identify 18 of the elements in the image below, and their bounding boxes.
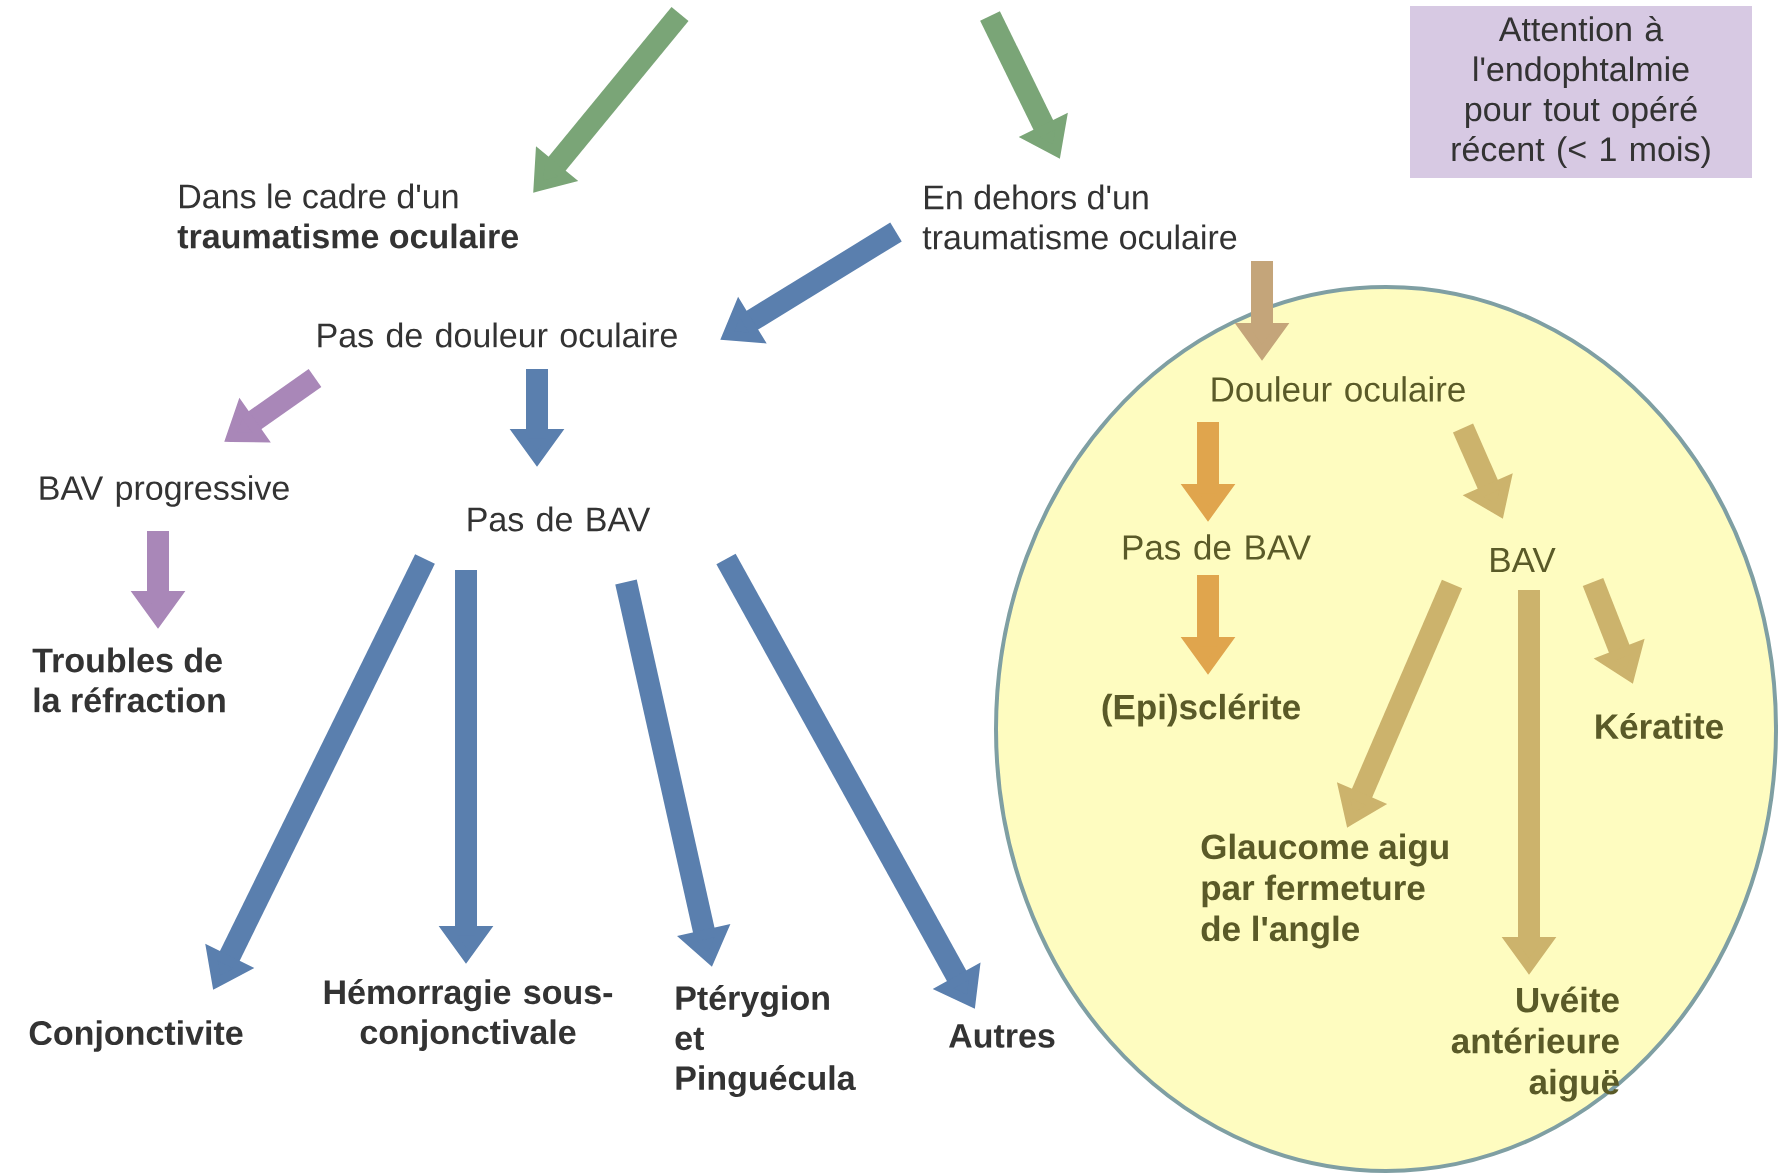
node-text: (Epi)sclérite <box>1102 693 1300 727</box>
node-text: Glaucome aigu par fermeture de l'angle <box>1201 833 1448 949</box>
node-text: Autres <box>949 1024 1055 1048</box>
node-text: Uvéite antérieure aiguë <box>1451 986 1619 1102</box>
node-text: Douleur oculaire <box>1212 376 1465 402</box>
node-text: BAV progressive <box>40 475 289 507</box>
node-text: Dans le cadre d'un traumatisme oculaire <box>177 183 519 249</box>
node-text: Conjonctivite <box>29 1020 243 1052</box>
node-text: Kératite <box>1596 713 1723 739</box>
node-text: Pas de douleur oculaire <box>318 322 677 348</box>
node-text: BAV <box>1491 547 1556 573</box>
node-text: Pas de BAV <box>468 506 651 532</box>
node-text: Ptérygion et Pinguécula <box>675 984 856 1098</box>
node-text: Hémorragie sous-conjonctivale <box>324 979 613 1051</box>
node-text: Pas de BAV <box>1123 534 1311 560</box>
node-text: Troubles de la réfraction <box>32 647 225 713</box>
node-text: En dehors d'un traumatisme oculaire <box>922 184 1237 250</box>
note-box: Attention à l'endophtalmie pour tout opéré récent (< 1 mois) <box>1410 6 1752 178</box>
